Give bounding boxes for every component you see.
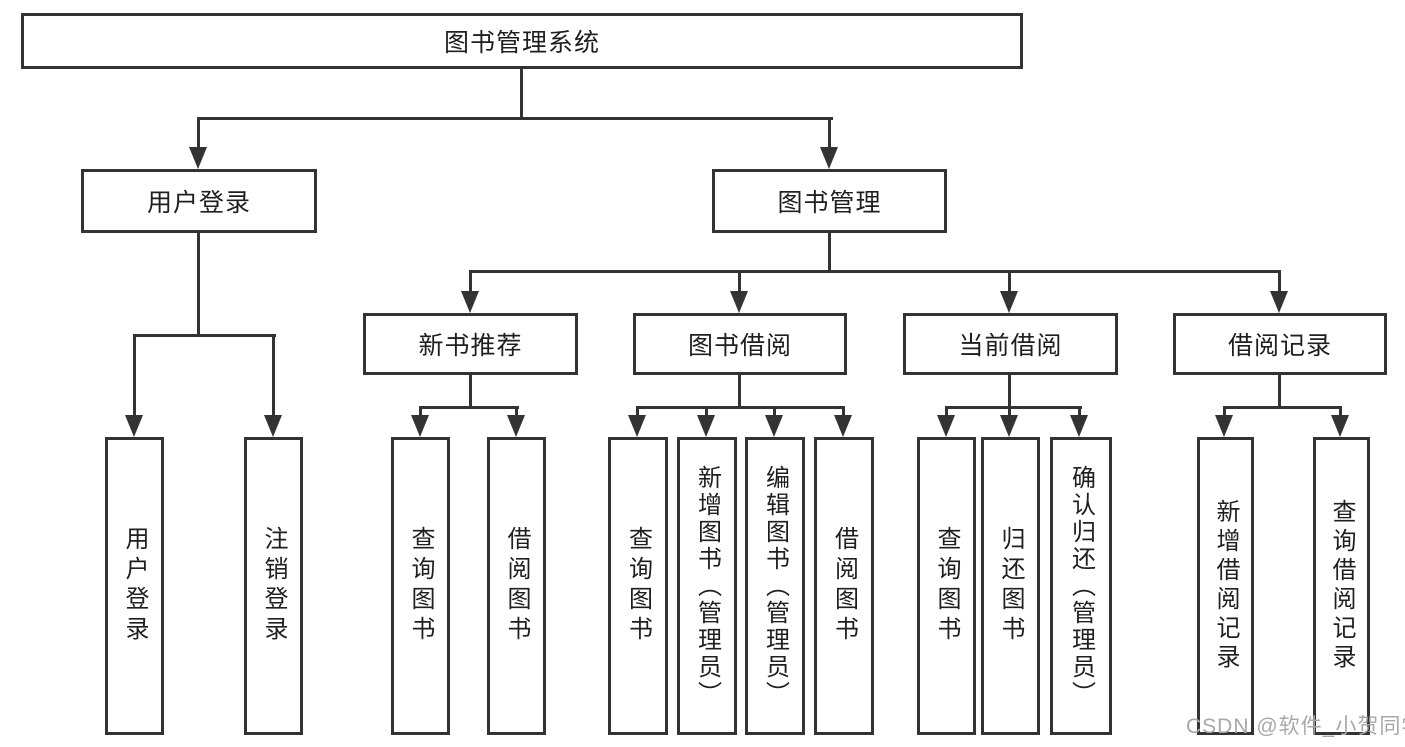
node-book-borrow: 图书借阅 [633, 313, 847, 375]
arrowhead-bb-borrow [834, 415, 852, 437]
connector-drop-bb-borrow [842, 409, 845, 417]
arrowhead-cb-confirm [1070, 415, 1088, 437]
leaf-logout: 注销登录 [244, 437, 303, 735]
node-new-book-recommend: 新书推荐 [363, 313, 578, 375]
arrowhead-book-management [820, 147, 838, 169]
connector-drop-new-book [469, 273, 472, 293]
connector-book-borrow-stem [738, 375, 741, 409]
connector-drop-bb-add [705, 409, 708, 417]
connector-drop-leaf-logout [272, 337, 275, 417]
connector-drop-borrow-records [1278, 273, 1281, 293]
arrowhead-nbr-borrow [507, 415, 525, 437]
csdn-watermark: CSDN @软件_小贺同学 [1186, 715, 1405, 738]
arrowhead-bb-add [697, 415, 715, 437]
leaf-br-add-record: 新增借阅记录 [1197, 437, 1254, 735]
arrowhead-cb-return [1000, 415, 1018, 437]
leaf-cb-return-books: 归还图书 [981, 437, 1040, 735]
arrowhead-borrow-records [1270, 291, 1288, 313]
leaf-bb-add-books-admin: 新增图书（管理员） [677, 437, 737, 735]
connector-user-login-stem [197, 233, 200, 337]
arrowhead-br-add [1215, 415, 1233, 437]
arrowhead-nbr-query [411, 415, 429, 437]
connector-root-stem [520, 69, 523, 120]
connector-drop-nbr-query [419, 409, 422, 417]
node-user-login: 用户登录 [81, 169, 317, 233]
leaf-br-query-record: 查询借阅记录 [1313, 437, 1370, 735]
connector-root-rail [197, 117, 833, 120]
connector-drop-user-login [197, 120, 200, 149]
arrowhead-book-borrow [730, 291, 748, 313]
node-borrow-records: 借阅记录 [1173, 313, 1387, 375]
connector-book-management-stem [828, 233, 831, 273]
arrowhead-bb-edit [765, 415, 783, 437]
arrowhead-current-borrow [1000, 291, 1018, 313]
connector-drop-bb-edit [773, 409, 776, 417]
arrowhead-cb-query [937, 415, 955, 437]
arrowhead-leaf-user-login [125, 415, 143, 437]
connector-borrow-records-rail [1223, 406, 1342, 409]
leaf-nbr-borrow-books: 借阅图书 [487, 437, 546, 735]
connector-drop-book-management [828, 120, 831, 149]
connector-drop-nbr-borrow [515, 409, 518, 417]
leaf-bb-edit-books-admin: 编辑图书（管理员） [745, 437, 805, 735]
connector-drop-br-add [1223, 409, 1226, 417]
node-current-borrow: 当前借阅 [903, 313, 1118, 375]
connector-drop-br-query [1339, 409, 1342, 417]
connector-drop-cb-confirm [1078, 409, 1081, 417]
connector-borrow-records-stem [1278, 375, 1281, 409]
leaf-cb-confirm-return-admin: 确认归还（管理员） [1050, 437, 1112, 735]
connector-drop-book-borrow [738, 273, 741, 293]
connector-book-borrow-rail [636, 406, 845, 409]
leaf-bb-borrow-books: 借阅图书 [814, 437, 874, 735]
leaf-user-login: 用户登录 [105, 437, 164, 735]
leaf-nbr-query-books: 查询图书 [391, 437, 450, 735]
connector-user-login-rail [133, 334, 276, 337]
connector-book-management-rail [469, 270, 1281, 273]
arrowhead-leaf-logout [264, 415, 282, 437]
connector-drop-cb-query [945, 409, 948, 417]
arrowhead-bb-query [628, 415, 646, 437]
connector-drop-bb-query [636, 409, 639, 417]
connector-drop-current-borrow [1008, 273, 1011, 293]
connector-new-book-rail [419, 406, 519, 409]
node-root: 图书管理系统 [21, 13, 1023, 69]
arrowhead-br-query [1331, 415, 1349, 437]
connector-current-borrow-rail [945, 406, 1082, 409]
leaf-bb-query-books: 查询图书 [608, 437, 668, 735]
arrowhead-new-book [461, 291, 479, 313]
connector-current-borrow-stem [1008, 375, 1011, 409]
connector-drop-cb-return [1008, 409, 1011, 417]
connector-new-book-stem [469, 375, 472, 409]
leaf-cb-query-books: 查询图书 [917, 437, 976, 735]
connector-drop-leaf-user-login [133, 337, 136, 417]
arrowhead-user-login [189, 147, 207, 169]
node-book-management: 图书管理 [712, 169, 947, 233]
